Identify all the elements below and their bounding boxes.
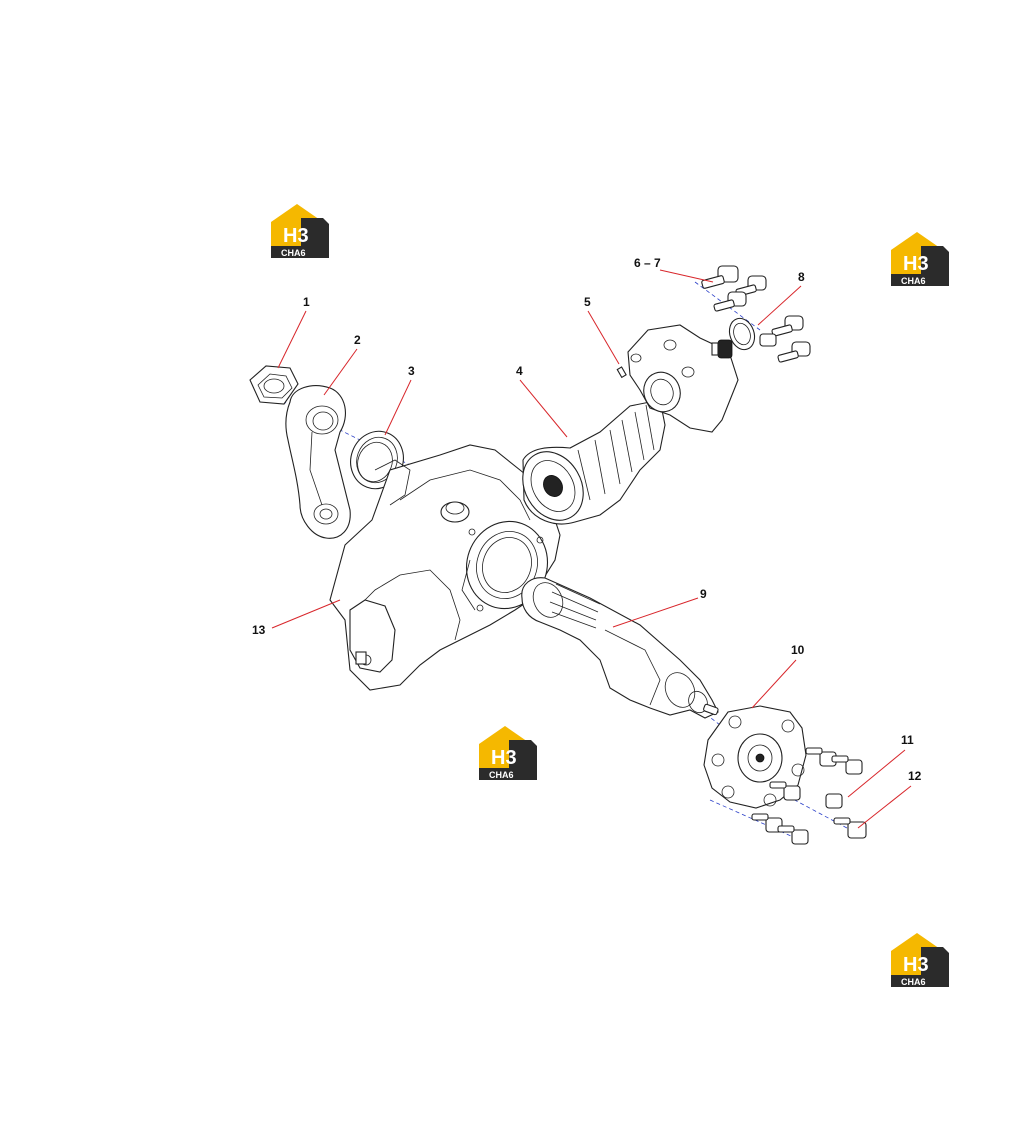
bolt xyxy=(831,755,863,775)
logo-letters: H3 xyxy=(491,747,517,769)
callout-9: 9 xyxy=(700,587,707,601)
part-2-pitman-arm xyxy=(285,385,351,539)
part-9-sector-shaft xyxy=(521,577,719,719)
callout-10: 10 xyxy=(791,643,805,657)
part-5-pin xyxy=(616,366,627,379)
callout-1: 1 xyxy=(303,295,310,309)
bolt xyxy=(771,315,804,337)
callout-3: 3 xyxy=(408,364,415,378)
logo-letters: H3 xyxy=(903,253,929,275)
bolt xyxy=(769,781,801,801)
part-8-valve-housing xyxy=(627,317,756,433)
logo-caption: CHA6 xyxy=(281,248,306,258)
watermark-logo-top-left: H3 CHA6 xyxy=(271,204,329,258)
bolt xyxy=(777,825,809,845)
callout-6-7: 6 – 7 xyxy=(634,256,661,270)
callout-2: 2 xyxy=(354,333,361,347)
callout-11: 11 xyxy=(901,733,914,747)
bolt xyxy=(759,333,777,347)
callout-8: 8 xyxy=(798,270,805,284)
bolt xyxy=(777,341,811,363)
leader-lines xyxy=(271,269,912,829)
bolt xyxy=(701,265,739,289)
watermark-logo-top-right: H3 CHA6 xyxy=(891,232,949,286)
bolt xyxy=(805,747,837,767)
callout-labels: 1 2 3 4 5 6 – 7 8 9 10 11 12 13 xyxy=(252,256,922,783)
logo-caption: CHA6 xyxy=(901,276,926,286)
logo-letters: H3 xyxy=(903,954,929,976)
part-6-7-bolts xyxy=(701,265,811,363)
callout-13: 13 xyxy=(252,623,266,637)
callout-12: 12 xyxy=(908,769,922,783)
callout-5: 5 xyxy=(584,295,591,309)
logo-letters: H3 xyxy=(283,225,309,247)
part-11-12-bolts xyxy=(751,747,867,845)
part-13-gear-housing xyxy=(329,444,561,691)
bolt xyxy=(713,291,747,312)
bolt xyxy=(825,793,843,809)
watermark-logo-center: H3 CHA6 xyxy=(479,726,537,780)
part-4-piston xyxy=(522,399,666,525)
part-1-nut xyxy=(249,365,299,405)
bolt xyxy=(833,817,867,839)
logo-caption: CHA6 xyxy=(901,977,926,987)
logo-caption: CHA6 xyxy=(489,770,514,780)
callout-4: 4 xyxy=(516,364,523,378)
watermark-logo-bottom-right: H3 CHA6 xyxy=(891,933,949,987)
